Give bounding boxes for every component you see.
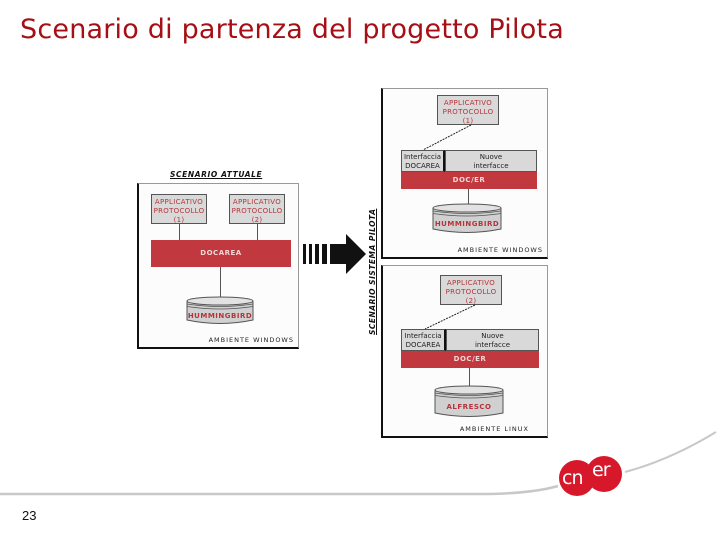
app-label-line2: PROTOCOLLO xyxy=(231,207,283,215)
connector-line xyxy=(220,267,221,297)
database-label: HUMMINGBIRD xyxy=(187,312,253,320)
connector-line xyxy=(257,224,258,240)
logo-text-cn: cn xyxy=(562,467,583,489)
connector-line xyxy=(468,189,469,205)
app-label-line1: APPLICATIVO xyxy=(443,99,493,107)
app-label-line2: PROTOCOLLO xyxy=(442,108,494,116)
doc-er-bar: DOC/ER xyxy=(401,172,537,189)
pilota-windows-panel: APPLICATIVO PROTOCOLLO (1) Interfaccia D… xyxy=(381,88,548,259)
app-protocollo-2-box: APPLICATIVO PROTOCOLLO (2) xyxy=(229,194,285,224)
iface-label-line2: DOCAREA xyxy=(405,341,441,349)
app-label-line3: (2) xyxy=(251,216,263,224)
alfresco-database-icon: ALFRESCO xyxy=(434,385,504,419)
page-number: 23 xyxy=(22,508,37,523)
iface-label-line1: Interfaccia xyxy=(403,153,442,161)
iface-label-line1: Nuove xyxy=(481,332,504,340)
app-protocollo-1-box: APPLICATIVO PROTOCOLLO (1) xyxy=(151,194,207,224)
app-label-line2: PROTOCOLLO xyxy=(445,288,497,296)
dashed-connector xyxy=(424,304,476,330)
iface-label-line2: interfacce xyxy=(473,162,509,170)
iface-label-line1: Nuove xyxy=(479,153,503,161)
docarea-bar: DOCAREA xyxy=(151,240,291,267)
iface-label-line2: DOCAREA xyxy=(405,162,440,170)
scenario-pilota-heading: SCENARIO SISTEMA PILOTA xyxy=(368,208,377,335)
scenario-attuale-panel: APPLICATIVO PROTOCOLLO (1) APPLICATIVO P… xyxy=(137,183,299,349)
interfaccia-docarea-box: Interfaccia DOCAREA xyxy=(401,329,446,351)
app-protocollo-1-box: APPLICATIVO PROTOCOLLO (1) xyxy=(437,95,499,125)
connector-line xyxy=(179,224,180,240)
interfaccia-docarea-box: Interfaccia DOCAREA xyxy=(401,150,445,172)
doc-er-bar: DOC/ER xyxy=(401,351,539,368)
dashed-connector xyxy=(422,124,472,151)
connector-line xyxy=(469,368,470,386)
environment-label: AMBIENTE WINDOWS xyxy=(457,246,543,254)
nuove-interfacce-box: Nuove interfacce xyxy=(446,329,539,351)
app-label-line1: APPLICATIVO xyxy=(232,198,282,206)
dashed-right-arrow-icon xyxy=(300,232,366,280)
pilota-linux-panel: APPLICATIVO PROTOCOLLO (2) Interfaccia D… xyxy=(381,265,548,438)
footer-swoosh-line xyxy=(0,431,717,496)
app-label-line3: (1) xyxy=(462,117,474,125)
environment-label: AMBIENTE WINDOWS xyxy=(208,336,294,344)
slide-title: Scenario di partenza del progetto Pilota xyxy=(20,14,564,45)
iface-label-line2: interfacce xyxy=(474,341,511,349)
scenario-attuale-heading: SCENARIO ATTUALE xyxy=(170,170,263,179)
app-label-line3: (1) xyxy=(173,216,185,224)
app-label-line1: APPLICATIVO xyxy=(154,198,204,206)
iface-label-line1: Interfaccia xyxy=(404,332,442,340)
environment-label: AMBIENTE LINUX xyxy=(459,425,529,433)
database-label: ALFRESCO xyxy=(446,403,492,411)
app-protocollo-2-box: APPLICATIVO PROTOCOLLO (2) xyxy=(440,275,502,305)
app-label-line2: PROTOCOLLO xyxy=(153,207,205,215)
hummingbird-database-icon: HUMMINGBIRD xyxy=(432,203,502,235)
app-label-line1: APPLICATIVO xyxy=(446,279,496,287)
hummingbird-database-icon: HUMMINGBIRD xyxy=(186,296,254,326)
cner-logo: cn er xyxy=(558,456,626,498)
nuove-interfacce-box: Nuove interfacce xyxy=(445,150,537,172)
logo-text-er: er xyxy=(592,459,610,481)
database-label: HUMMINGBIRD xyxy=(434,220,500,228)
app-label-line3: (2) xyxy=(465,297,477,305)
